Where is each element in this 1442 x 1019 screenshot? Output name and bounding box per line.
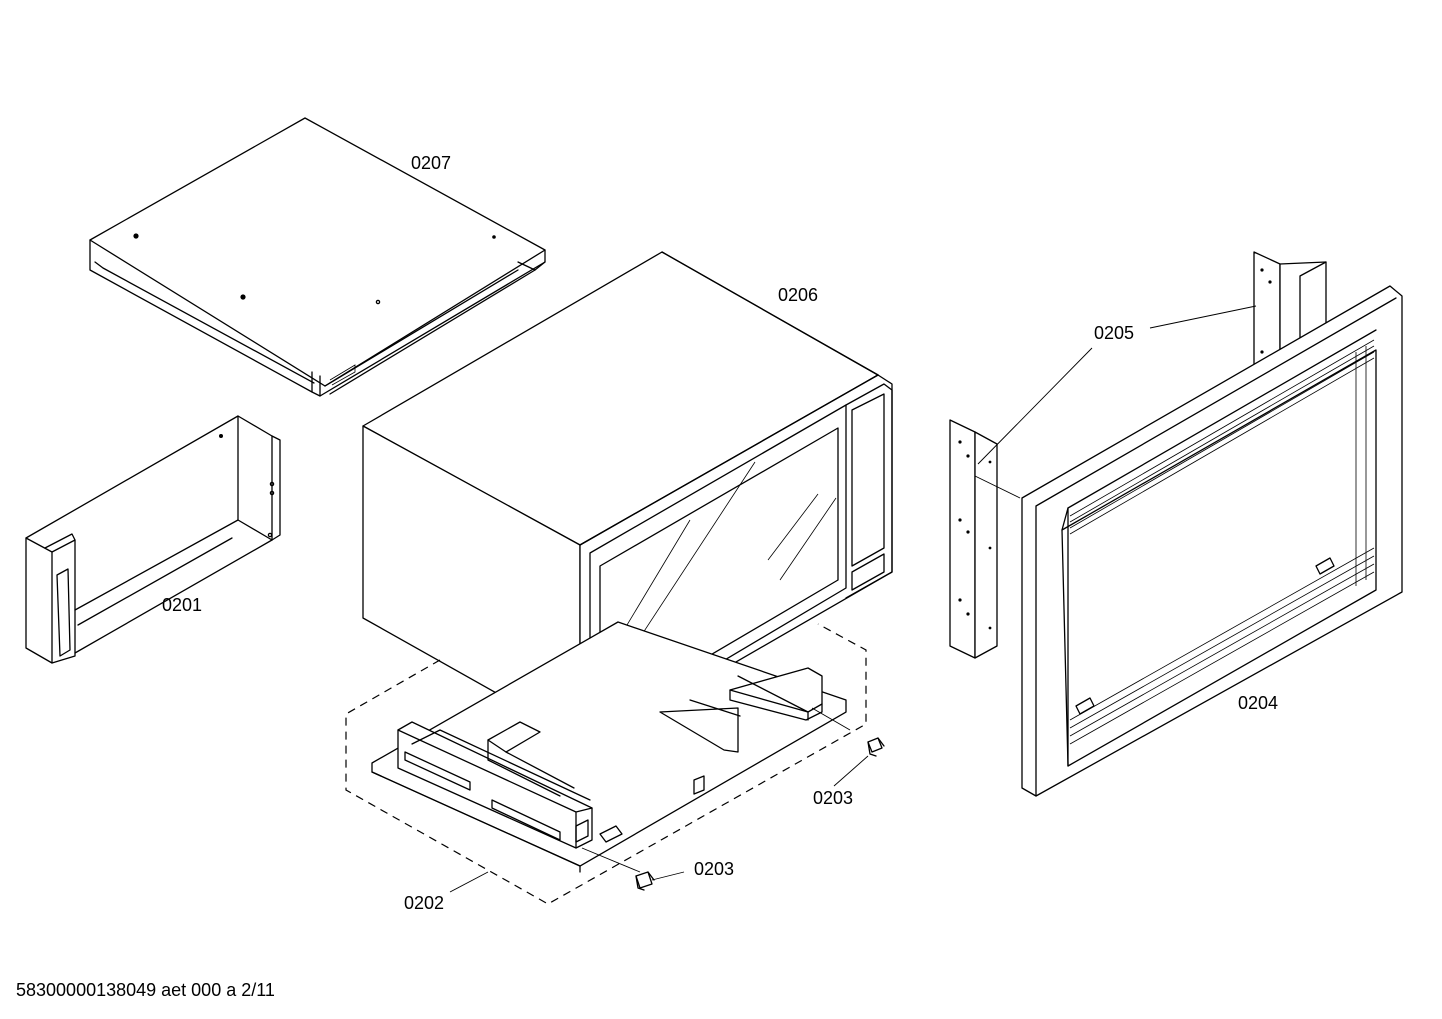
base-plate-0202: [371, 621, 847, 873]
top-cover-0207: [89, 117, 546, 397]
leader-0205-front: [977, 347, 1093, 465]
leader-0205-rear: [1149, 305, 1257, 329]
trim-frame-0204: [1021, 285, 1403, 797]
mounting-bracket-0205: [949, 419, 998, 659]
clip-0203-bottom: [635, 871, 655, 891]
label-0201: 0201: [162, 595, 202, 615]
label-0203-right: 0203: [813, 788, 853, 808]
label-0202: 0202: [404, 893, 444, 913]
leader-0203-mid: [811, 707, 851, 731]
label-0206: 0206: [778, 285, 818, 305]
leader-0203-right: [833, 755, 869, 787]
label-0205: 0205: [1094, 323, 1134, 343]
label-0207: 0207: [411, 153, 451, 173]
clip-0203-right: [867, 737, 885, 757]
base-assembly-outline: [345, 623, 867, 905]
side-bracket-0201: [25, 415, 281, 664]
label-0203-bottom: 0203: [694, 859, 734, 879]
document-id: 58300000138049 aet 000 a 2/11: [16, 980, 275, 1000]
leader-0203-bottom: [651, 871, 685, 881]
leader-0205-mid: [974, 475, 1021, 499]
label-0204: 0204: [1238, 693, 1278, 713]
leader-0202: [449, 871, 489, 893]
leader-0203-bottom-up: [581, 847, 641, 873]
